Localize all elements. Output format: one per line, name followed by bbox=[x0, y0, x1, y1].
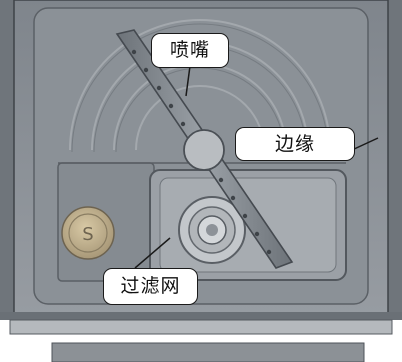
door-base bbox=[51, 342, 365, 362]
door-trim bbox=[0, 312, 402, 320]
door-rail bbox=[9, 319, 393, 335]
callout-pointers bbox=[134, 65, 379, 269]
filter-label: 过滤网 bbox=[103, 268, 198, 305]
edge-label: 边缘 bbox=[235, 127, 355, 161]
spray-arm-hub bbox=[183, 129, 225, 171]
svg-text:S: S bbox=[82, 224, 93, 245]
rinse-aid-cap: S bbox=[61, 206, 115, 260]
filter-assembly bbox=[178, 196, 246, 264]
spray-arm bbox=[115, 29, 294, 269]
nozzle-label: 喷嘴 bbox=[151, 33, 229, 68]
